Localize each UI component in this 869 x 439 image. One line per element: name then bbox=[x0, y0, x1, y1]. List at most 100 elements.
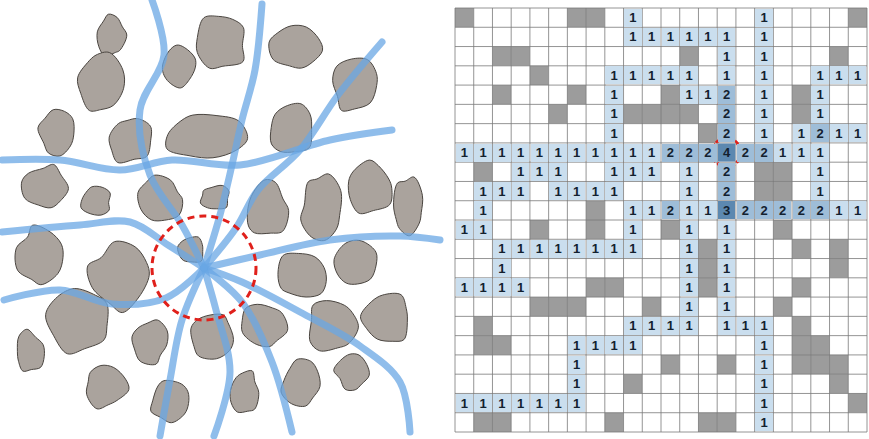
cell-number: 1 bbox=[568, 336, 586, 354]
rock-shape bbox=[301, 174, 342, 241]
obstacle-cell bbox=[567, 85, 586, 104]
grid-cell bbox=[736, 143, 755, 162]
grid-cell bbox=[698, 297, 717, 316]
grid-cell bbox=[549, 124, 568, 143]
obstacle-cell bbox=[661, 355, 680, 374]
grid-cell bbox=[642, 316, 661, 335]
grid-cell bbox=[474, 104, 493, 123]
grid-cell bbox=[586, 239, 605, 258]
grid-cell bbox=[755, 278, 774, 297]
grid-cell bbox=[530, 47, 549, 66]
grid-cell bbox=[811, 104, 830, 123]
cell-number: 1 bbox=[549, 240, 567, 258]
grid-cell bbox=[661, 162, 680, 181]
grid-cell bbox=[830, 27, 849, 46]
grid-cell bbox=[661, 393, 680, 412]
grid-cell bbox=[698, 8, 717, 27]
grid-cell bbox=[492, 104, 511, 123]
river-line bbox=[204, 268, 230, 436]
obstacle-cell bbox=[830, 374, 849, 393]
cell-number: 1 bbox=[680, 298, 698, 316]
cell-number: 2 bbox=[718, 86, 736, 104]
grid-cell bbox=[530, 27, 549, 46]
cell-number: 1 bbox=[512, 394, 530, 412]
grid-cell bbox=[848, 162, 867, 181]
grid-cell bbox=[717, 374, 736, 393]
grid-cell bbox=[455, 143, 474, 162]
grid-cell bbox=[680, 393, 699, 412]
grid-cell bbox=[605, 259, 624, 278]
obstacle-cell bbox=[830, 355, 849, 374]
cell-number: 1 bbox=[680, 86, 698, 104]
grid-cell bbox=[792, 201, 811, 220]
grid-cell bbox=[811, 143, 830, 162]
grid-cell bbox=[773, 124, 792, 143]
cell-number: 1 bbox=[624, 9, 642, 27]
grid-cell bbox=[698, 336, 717, 355]
grid-cell bbox=[680, 220, 699, 239]
grid-cell bbox=[624, 143, 643, 162]
cell-number: 3 bbox=[718, 201, 736, 219]
rock-shape bbox=[334, 240, 377, 284]
grid-cell bbox=[773, 27, 792, 46]
grid-cell bbox=[661, 181, 680, 200]
grid-cell bbox=[642, 66, 661, 85]
cell-number: 2 bbox=[737, 144, 755, 162]
grid-cell bbox=[530, 413, 549, 432]
grid-cell bbox=[642, 393, 661, 412]
grid-cell bbox=[848, 259, 867, 278]
grid-cell bbox=[530, 374, 549, 393]
cell-number: 1 bbox=[680, 66, 698, 84]
cell-number: 1 bbox=[624, 317, 642, 335]
grid-cell bbox=[792, 413, 811, 432]
cell-number: 1 bbox=[643, 317, 661, 335]
rock-shape bbox=[348, 160, 392, 214]
grid-cell bbox=[624, 85, 643, 104]
grid-cell bbox=[492, 27, 511, 46]
grid-cell bbox=[698, 374, 717, 393]
cell-number: 1 bbox=[662, 66, 680, 84]
grid-cell bbox=[698, 143, 717, 162]
grid-cell bbox=[755, 413, 774, 432]
grid-cell bbox=[624, 393, 643, 412]
cell-number: 1 bbox=[643, 66, 661, 84]
grid-cell bbox=[511, 8, 530, 27]
grid-cell bbox=[605, 201, 624, 220]
grid-cell bbox=[717, 47, 736, 66]
cell-number: 1 bbox=[755, 86, 773, 104]
grid-cell bbox=[717, 85, 736, 104]
grid-line bbox=[455, 412, 867, 413]
obstacle-cell bbox=[549, 104, 568, 123]
grid-cell bbox=[455, 85, 474, 104]
grid-cell bbox=[474, 85, 493, 104]
cell-number: 1 bbox=[718, 317, 736, 335]
obstacle-cell bbox=[492, 47, 511, 66]
grid-cell bbox=[567, 220, 586, 239]
grid-cell bbox=[549, 201, 568, 220]
grid-cell bbox=[642, 374, 661, 393]
cell-number: 1 bbox=[605, 240, 623, 258]
grid-cell bbox=[680, 162, 699, 181]
grid-cell bbox=[717, 336, 736, 355]
river-line bbox=[160, 268, 204, 436]
grid-cell bbox=[605, 355, 624, 374]
grid-cell bbox=[717, 297, 736, 316]
grid-cell bbox=[792, 181, 811, 200]
grid-cell bbox=[830, 220, 849, 239]
grid-cell bbox=[511, 104, 530, 123]
cell-number: 1 bbox=[587, 240, 605, 258]
grid-cell bbox=[642, 47, 661, 66]
rock-shape bbox=[394, 177, 423, 236]
grid-cell bbox=[773, 8, 792, 27]
grid-cell bbox=[755, 336, 774, 355]
obstacle-cell bbox=[792, 355, 811, 374]
cell-number: 1 bbox=[493, 144, 511, 162]
grid-cell bbox=[661, 27, 680, 46]
grid-cell bbox=[605, 239, 624, 258]
grid-cell bbox=[549, 355, 568, 374]
cell-number: 1 bbox=[568, 375, 586, 393]
grid-cell bbox=[661, 201, 680, 220]
grid-cell bbox=[549, 413, 568, 432]
grid-cell bbox=[455, 316, 474, 335]
obstacle-cell bbox=[830, 47, 849, 66]
